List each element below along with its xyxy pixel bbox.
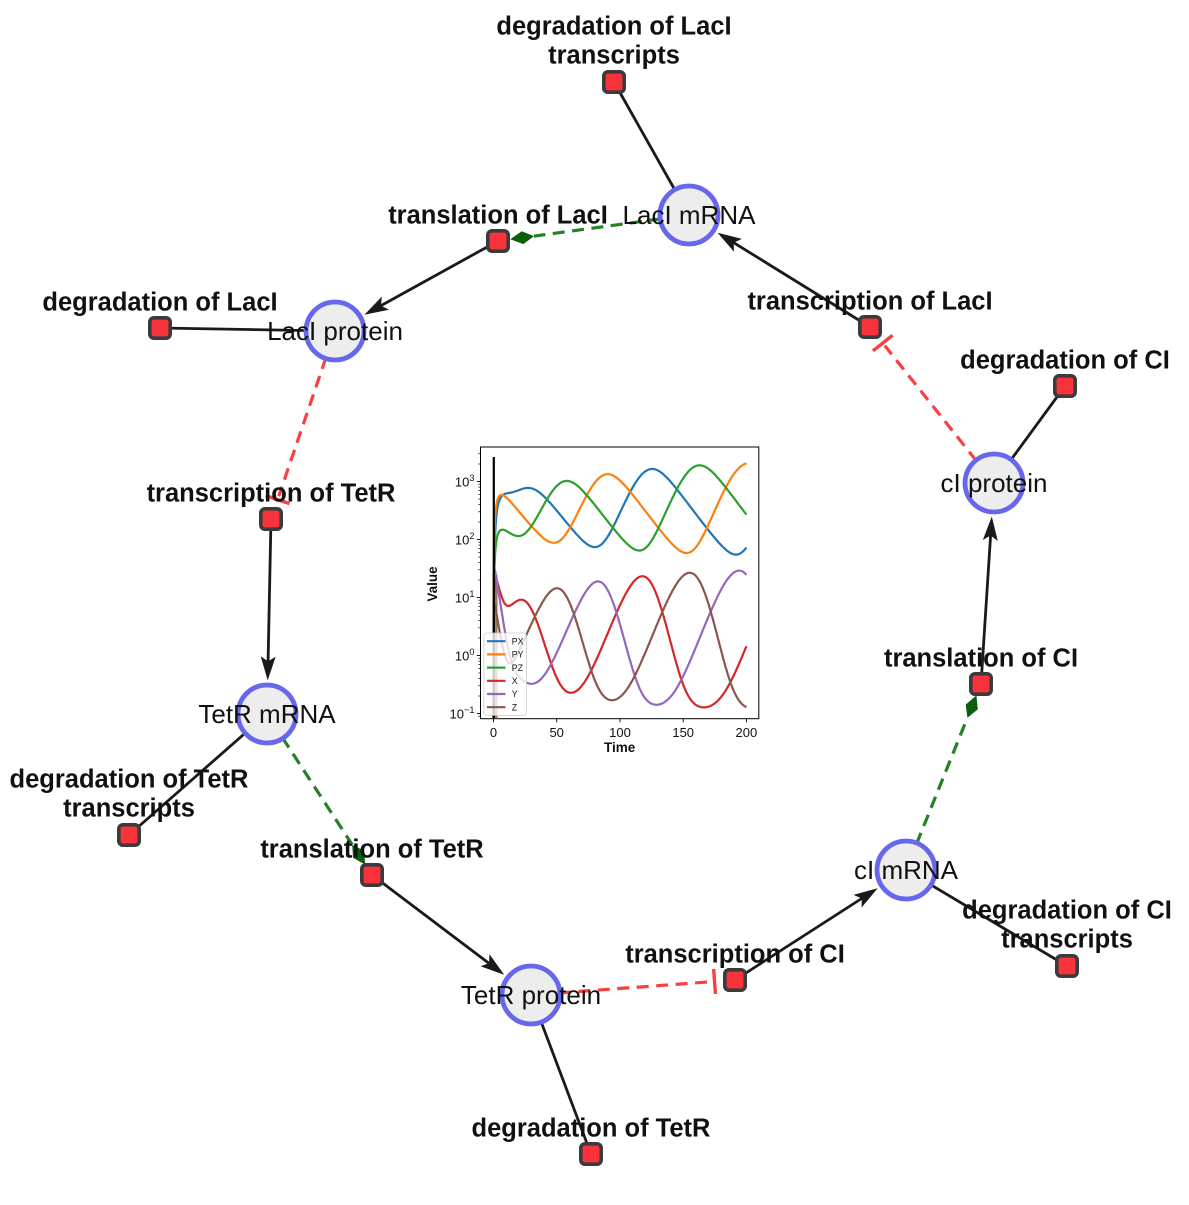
svg-text:degradation of TetR: degradation of TetR: [10, 766, 249, 794]
svg-text:PZ: PZ: [512, 663, 524, 673]
svg-text:degradation of TetR: degradation of TetR: [472, 1114, 711, 1142]
svg-text:X: X: [512, 676, 518, 686]
svg-text:50: 50: [549, 725, 563, 740]
svg-text:TetR mRNA: TetR mRNA: [198, 699, 336, 729]
svg-text:Z: Z: [512, 702, 518, 712]
svg-text:cI mRNA: cI mRNA: [854, 855, 959, 885]
svg-text:transcription of TetR: transcription of TetR: [147, 479, 396, 507]
svg-text:transcription of CI: transcription of CI: [625, 940, 845, 968]
svg-text:degradation of LacI: degradation of LacI: [496, 13, 731, 41]
svg-text:transcription of LacI: transcription of LacI: [747, 287, 992, 315]
svg-text:transcripts: transcripts: [63, 794, 195, 822]
svg-text:Time: Time: [604, 740, 636, 755]
svg-text:cI protein: cI protein: [941, 468, 1048, 498]
svg-text:translation of CI: translation of CI: [884, 644, 1078, 672]
svg-text:degradation of LacI: degradation of LacI: [42, 288, 277, 316]
svg-text:degradation of CI: degradation of CI: [960, 346, 1170, 374]
svg-text:degradation of CI: degradation of CI: [962, 897, 1172, 925]
svg-text:200: 200: [736, 725, 758, 740]
svg-text:150: 150: [672, 725, 694, 740]
svg-text:Y: Y: [512, 689, 518, 699]
svg-text:LacI protein: LacI protein: [267, 316, 403, 346]
svg-text:PX: PX: [512, 636, 524, 646]
svg-text:transcripts: transcripts: [548, 41, 680, 69]
svg-text:transcripts: transcripts: [1001, 925, 1133, 953]
svg-text:translation of LacI: translation of LacI: [388, 201, 608, 229]
svg-text:TetR protein: TetR protein: [461, 980, 601, 1010]
svg-text:translation of TetR: translation of TetR: [260, 835, 483, 863]
svg-text:0: 0: [490, 725, 497, 740]
svg-text:100: 100: [609, 725, 631, 740]
svg-text:PY: PY: [512, 650, 524, 660]
svg-text:Value: Value: [425, 566, 440, 602]
svg-text:LacI mRNA: LacI mRNA: [623, 200, 757, 230]
